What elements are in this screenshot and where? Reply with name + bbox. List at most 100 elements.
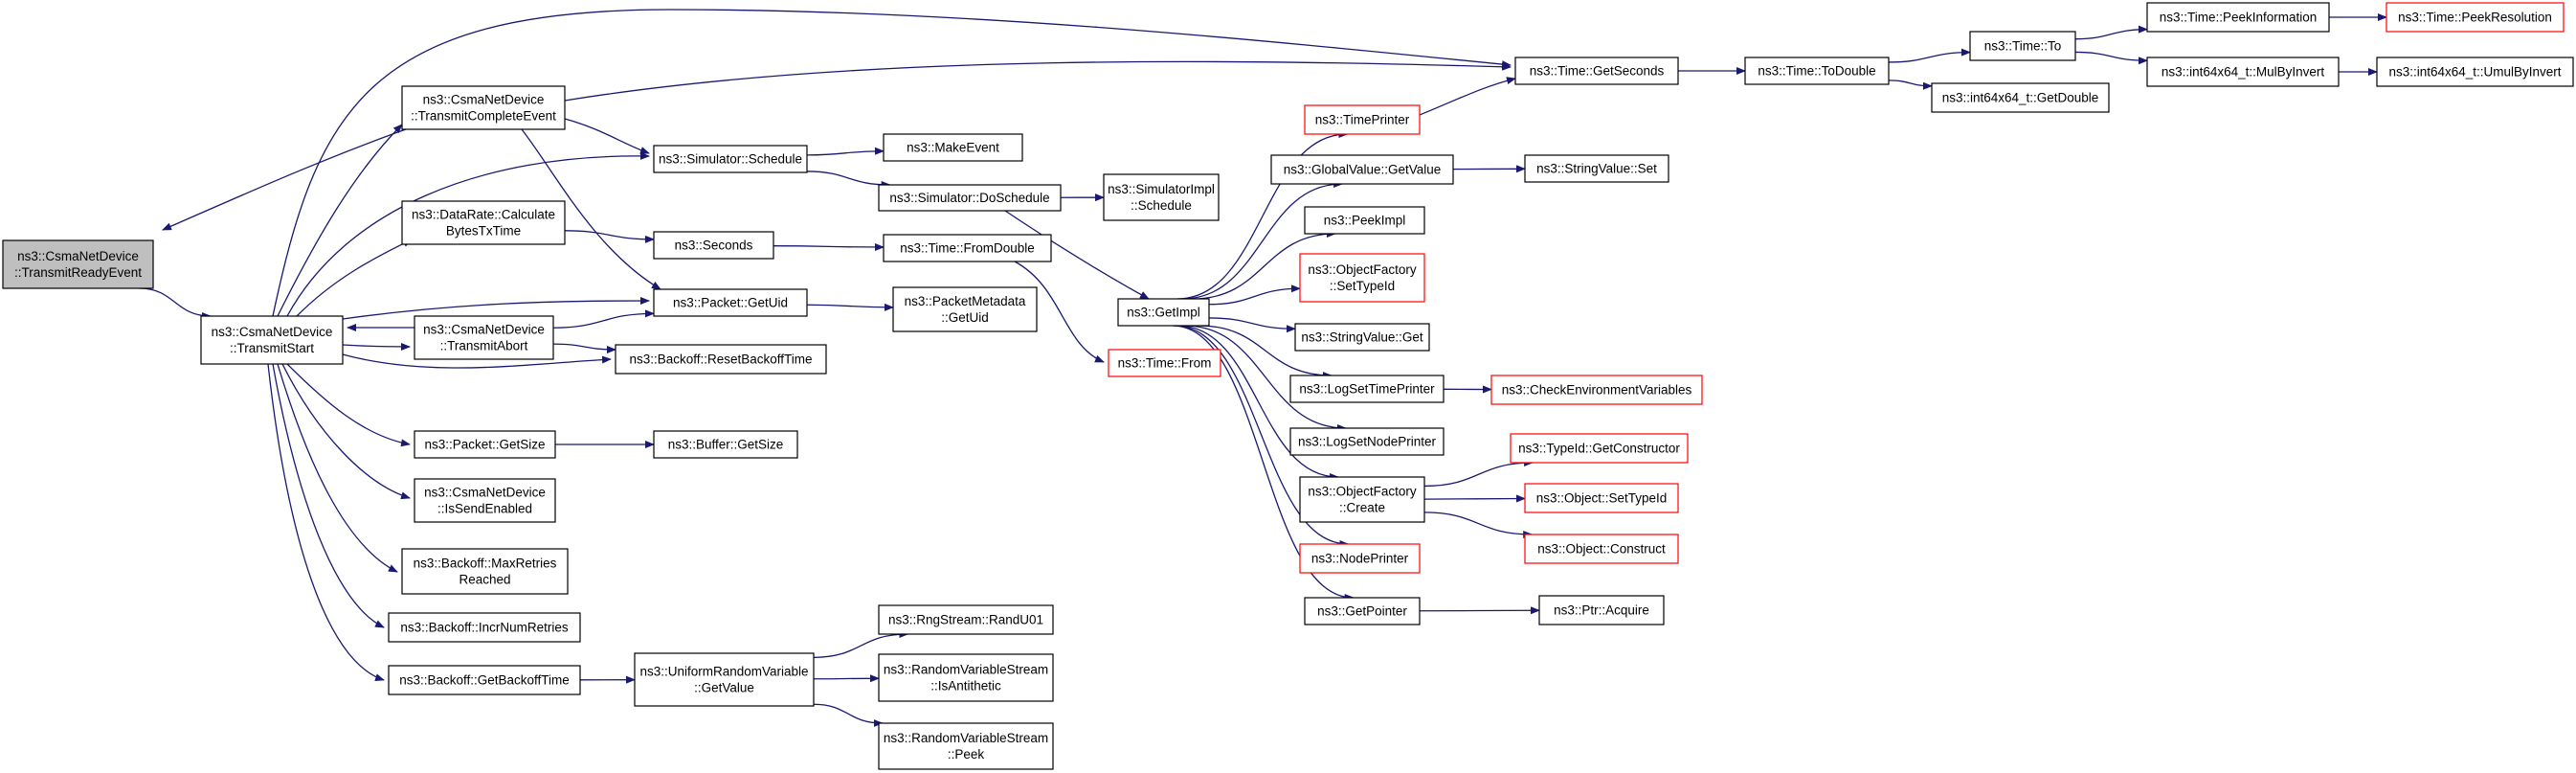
node-box — [1524, 483, 1679, 513]
node-ise[interactable]: ns3::CsmaNetDevice::IsSendEnabled — [414, 478, 556, 523]
node-rvsp[interactable]: ns3::RandomVariableStream::Peek — [878, 722, 1054, 770]
node-box — [2146, 57, 2340, 87]
node-imbi[interactable]: ns3::int64x64_t::MulByInvert — [2146, 57, 2340, 87]
edge-tce-to-root — [162, 122, 426, 231]
node-ta[interactable]: ns3::CsmaNetDevice::TransmitAbort — [414, 315, 554, 360]
node-box — [1524, 534, 1679, 564]
node-label: ns3::MakeEvent — [907, 141, 999, 155]
edge-gi-to-svg — [1208, 317, 1296, 333]
edge-ta-to-puid — [552, 309, 655, 329]
node-igd[interactable]: ns3::int64x64_t::GetDouble — [1931, 82, 2110, 113]
node-box — [1304, 104, 1421, 135]
node-label: ns3::StringValue::Get — [1301, 330, 1423, 345]
node-svs[interactable]: ns3::StringValue::Set — [1524, 154, 1669, 183]
node-pimpl[interactable]: ns3::PeekImpl — [1304, 206, 1425, 235]
node-sds[interactable]: ns3::Simulator::DoSchedule — [878, 184, 1062, 212]
node-svg[interactable]: ns3::StringValue::Get — [1294, 323, 1430, 352]
node-np[interactable]: ns3::NodePrinter — [1299, 543, 1421, 574]
node-gbt[interactable]: ns3::Backoff::GetBackoffTime — [388, 665, 581, 695]
node-label: ns3::Time::To — [1984, 39, 2062, 54]
node-tp[interactable]: ns3::TimePrinter — [1304, 104, 1421, 135]
node-label: ns3::ObjectFactory — [1308, 485, 1417, 499]
node-rsr[interactable]: ns3::RngStream::RandU01 — [878, 604, 1054, 635]
node-sis[interactable]: ns3::SimulatorImpl::Schedule — [1103, 173, 1220, 221]
node-label: ns3::TimePrinter — [1315, 113, 1410, 127]
edge-tce-to-puid — [521, 128, 661, 290]
edge-tce-to-tgs — [564, 60, 1512, 102]
node-me[interactable]: ns3::MakeEvent — [883, 133, 1023, 162]
node-tigc[interactable]: ns3::TypeId::GetConstructor — [1510, 433, 1689, 464]
edge-ts-to-ta — [342, 342, 411, 351]
node-ttd[interactable]: ns3::Time::ToDouble — [1744, 57, 1890, 85]
node-sec[interactable]: ns3::Seconds — [653, 231, 774, 260]
node-gi[interactable]: ns3::GetImpl — [1117, 298, 1210, 327]
node-pacq[interactable]: ns3::Ptr::Acquire — [1538, 595, 1665, 625]
edge-ts-to-puid — [342, 297, 650, 320]
edge-gi-to-gvgv — [1181, 180, 1344, 300]
node-label: ns3::Backoff::IncrNumRetries — [400, 621, 569, 635]
node-ts[interactable]: ns3::CsmaNetDevice::TransmitStart — [200, 315, 344, 365]
node-lsnp[interactable]: ns3::LogSetNodePrinter — [1289, 427, 1445, 456]
node-gvgv[interactable]: ns3::GlobalValue::GetValue — [1270, 154, 1454, 185]
edge-gi-to-np — [1174, 325, 1350, 548]
node-root[interactable]: ns3::CsmaNetDevice::TransmitReadyEvent — [2, 239, 154, 289]
node-label: ns3::CsmaNetDevice — [423, 93, 545, 107]
node-label: ns3::Backoff::ResetBackoffTime — [629, 352, 812, 367]
node-ofst[interactable]: ns3::ObjectFactory::SetTypeId — [1299, 253, 1425, 303]
node-label: ::TransmitStart — [230, 341, 314, 355]
node-oc[interactable]: ns3::Object::Construct — [1524, 534, 1679, 564]
node-box — [2, 239, 154, 289]
node-ofc[interactable]: ns3::ObjectFactory::Create — [1299, 476, 1425, 523]
node-rbt[interactable]: ns3::Backoff::ResetBackoffTime — [615, 344, 827, 375]
node-tfr[interactable]: ns3::Time::From — [1108, 349, 1221, 377]
node-label: ns3::GetPointer — [1317, 604, 1407, 619]
node-box — [1108, 349, 1221, 377]
node-label: ::GetUid — [941, 310, 989, 325]
node-rvsa[interactable]: ns3::RandomVariableStream::IsAntithetic — [878, 653, 1054, 702]
edge-ofc-to-oc — [1423, 512, 1534, 538]
node-box — [1289, 375, 1445, 403]
node-puid[interactable]: ns3::Packet::GetUid — [653, 288, 808, 317]
node-label: ::TransmitReadyEvent — [14, 265, 142, 280]
node-box — [878, 653, 1054, 702]
edge-ts-to-ise — [281, 363, 411, 500]
node-cev[interactable]: ns3::CheckEnvironmentVariables — [1490, 375, 1703, 405]
node-tto[interactable]: ns3::Time::To — [1969, 31, 2076, 61]
node-tpi[interactable]: ns3::Time::PeekInformation — [2146, 2, 2330, 33]
node-gp[interactable]: ns3::GetPointer — [1304, 597, 1421, 625]
node-box — [1969, 31, 2076, 61]
node-label: ns3::CsmaNetDevice — [423, 323, 545, 337]
node-tce[interactable]: ns3::CsmaNetDevice::TransmitCompleteEven… — [401, 85, 566, 130]
node-pgs[interactable]: ns3::Packet::GetSize — [414, 430, 556, 459]
node-ost[interactable]: ns3::Object::SetTypeId — [1524, 483, 1679, 513]
edge-tp-to-tgs — [1419, 77, 1516, 116]
node-box — [615, 344, 827, 375]
node-label: ns3::Packet::GetSize — [424, 438, 545, 452]
node-pmd[interactable]: ns3::PacketMetadata::GetUid — [892, 286, 1038, 332]
node-label: ns3::PacketMetadata — [905, 294, 1026, 308]
node-box — [1299, 543, 1421, 574]
edge-tfd-to-tfr — [1014, 261, 1105, 363]
node-box — [414, 315, 554, 360]
node-label: ::Create — [1339, 501, 1385, 515]
node-bgs[interactable]: ns3::Buffer::GetSize — [653, 430, 798, 459]
node-label: ::IsAntithetic — [930, 679, 1001, 693]
node-iumbi[interactable]: ns3::int64x64_t::UmulByInvert — [2376, 57, 2574, 87]
node-box — [883, 234, 1052, 262]
node-ss[interactable]: ns3::Simulator::Schedule — [653, 145, 808, 173]
node-inr[interactable]: ns3::Backoff::IncrNumRetries — [388, 612, 581, 643]
node-tpr[interactable]: ns3::Time::PeekResolution — [2386, 2, 2565, 33]
node-tfd[interactable]: ns3::Time::FromDouble — [883, 234, 1052, 262]
node-urv[interactable]: ns3::UniformRandomVariable::GetValue — [634, 652, 815, 707]
node-box — [653, 430, 798, 459]
node-lstp[interactable]: ns3::LogSetTimePrinter — [1289, 375, 1445, 403]
node-box — [414, 478, 556, 523]
edge-ts-to-mrr — [277, 363, 398, 573]
node-box — [883, 133, 1023, 162]
node-tgs[interactable]: ns3::Time::GetSeconds — [1514, 57, 1679, 85]
node-label: ::TransmitAbort — [440, 339, 528, 353]
node-box — [2146, 2, 2330, 33]
node-label: ns3::CsmaNetDevice — [17, 249, 139, 263]
